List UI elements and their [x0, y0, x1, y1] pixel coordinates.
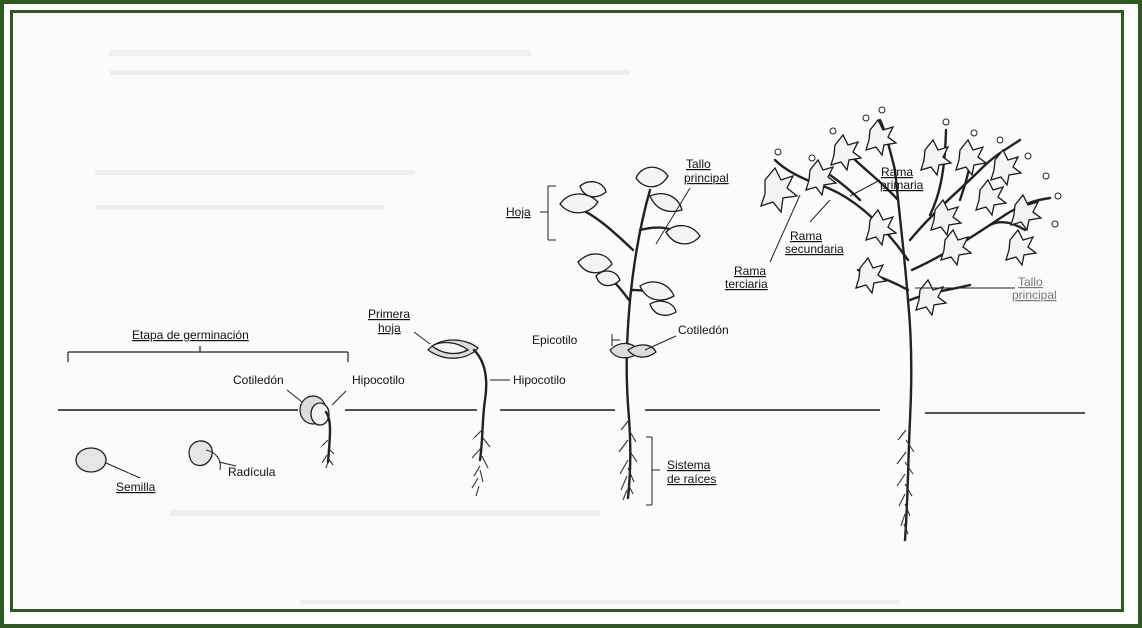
label-secundaria: secundaria — [785, 242, 844, 256]
label-principal-2: principal — [1012, 288, 1057, 302]
seed — [76, 448, 140, 478]
label-hoja: Hoja — [506, 205, 531, 219]
label-principal-1: principal — [684, 171, 729, 185]
label-epicotilo: Epicotilo — [532, 333, 578, 347]
germination-bracket — [68, 346, 348, 362]
label-semilla: Semilla — [116, 480, 156, 494]
label-etapa-germinacion: Etapa de germinación — [132, 328, 249, 342]
first-leaf-seedling — [414, 332, 510, 496]
label-tallo-1: Tallo — [686, 157, 711, 171]
label-cotiledon-2: Cotiledón — [678, 323, 729, 337]
label-cotiledon-1: Cotiledón — [233, 373, 284, 387]
label-tallo-2: Tallo — [1018, 275, 1043, 289]
germinating-seedling — [287, 390, 346, 468]
label-de-raices: de raíces — [667, 472, 716, 486]
label-radicula: Radícula — [228, 465, 276, 479]
label-sistema: Sistema — [667, 458, 711, 472]
label-hipocotilo-1: Hipocotilo — [352, 373, 405, 387]
label-rama-2: Rama — [790, 229, 822, 243]
label-rama-3: Rama — [734, 264, 766, 278]
label-hoja-small: hoja — [378, 321, 401, 335]
label-rama-1: Rama — [881, 165, 913, 179]
label-primera: Primera — [368, 307, 410, 321]
background-noise — [95, 50, 900, 604]
label-hipocotilo-2: Hipocotilo — [513, 373, 566, 387]
label-primaria: primaria — [880, 178, 924, 192]
label-terciaria: terciaria — [725, 277, 768, 291]
ground-line — [58, 410, 1085, 413]
